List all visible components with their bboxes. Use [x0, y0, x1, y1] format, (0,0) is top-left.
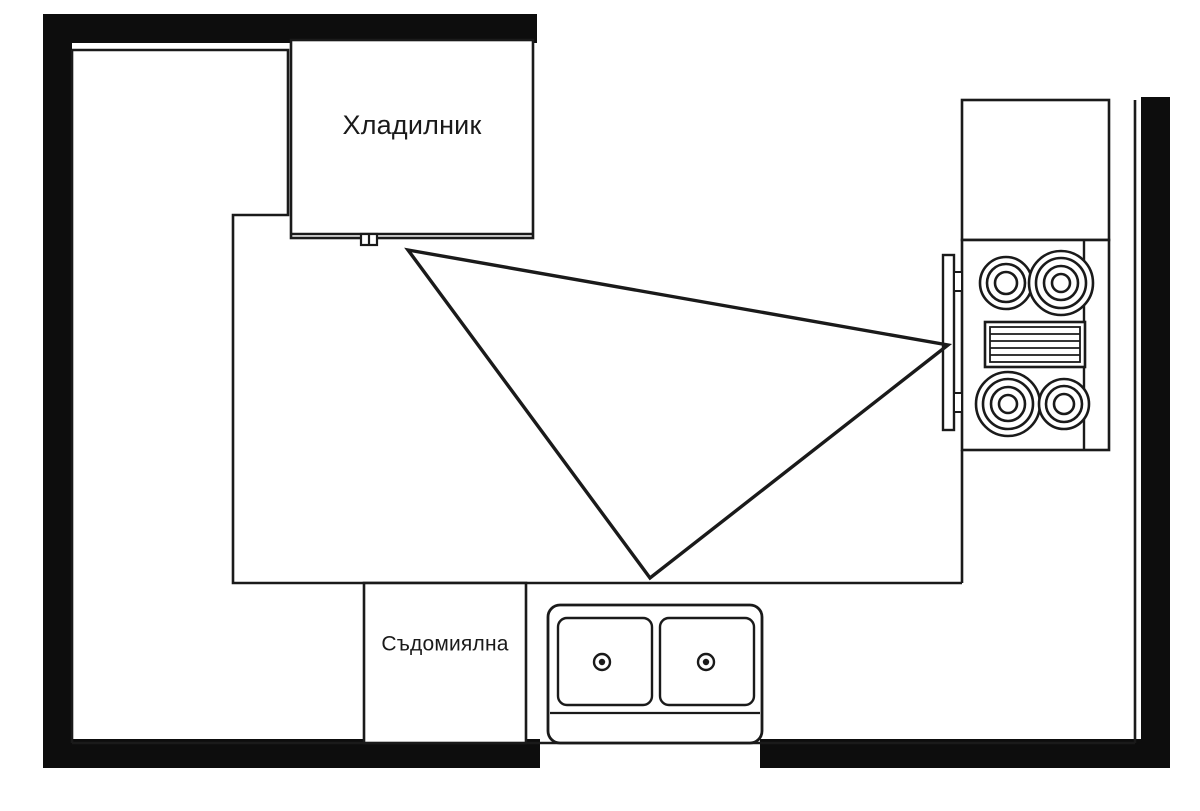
dishwasher[interactable]: Съдомиялна [362, 581, 528, 745]
refrigerator[interactable]: Хладилник [289, 38, 535, 247]
refrigerator-label: Хладилник [343, 110, 482, 140]
griddle-inner-icon [989, 326, 1081, 363]
burner-top-left-icon[interactable] [978, 255, 1034, 311]
stove-rail-bracket-bottom-icon [953, 392, 963, 413]
work-triangle [404, 247, 953, 581]
counter-outline-main [72, 48, 962, 585]
wall-left [43, 14, 72, 768]
burner-bottom-right-icon[interactable] [1037, 377, 1091, 431]
sink-drain-left-center-icon [598, 658, 606, 666]
burner-top-right-icon[interactable] [1027, 249, 1095, 317]
upper-cabinet [960, 98, 1111, 242]
wall-top [43, 14, 537, 43]
cooktop[interactable] [941, 98, 1111, 452]
stove-rail-bracket-top-icon [953, 271, 963, 292]
wall-right [1141, 97, 1170, 768]
sink-drain-right-center-icon [702, 658, 710, 666]
stove-rail-bar-icon [941, 253, 956, 432]
burner-bottom-left-icon[interactable] [974, 370, 1042, 438]
griddle-icon[interactable] [983, 320, 1087, 369]
dishwasher-label: Съдомиялна [381, 633, 508, 656]
sink[interactable] [546, 603, 764, 745]
dishwasher-body[interactable] [362, 581, 528, 745]
work-triangle-path [404, 247, 953, 581]
refrigerator-body[interactable] [289, 38, 535, 240]
